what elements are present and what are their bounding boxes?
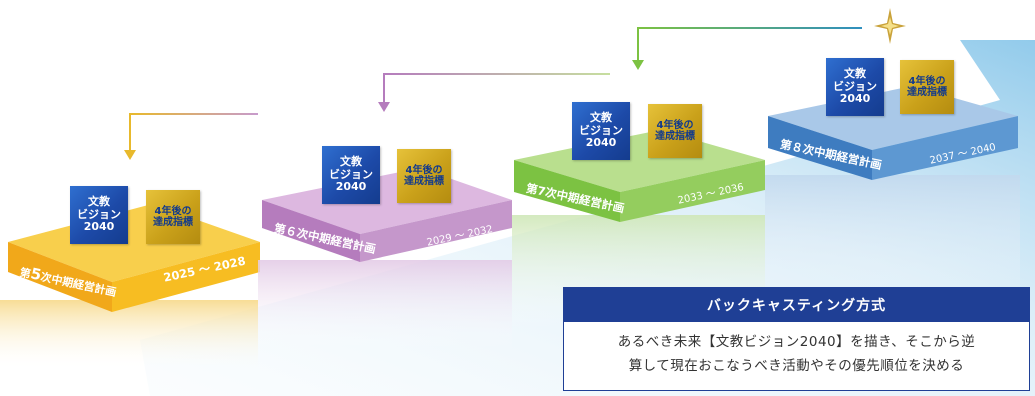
backcasting-explanation-box: バックキャスティング方式 あるべき未来【文教ビジョン2040】を描き、そこから逆…	[563, 287, 1030, 391]
vision-card-text: 2040	[83, 220, 115, 234]
vision-card-text: 2040	[335, 180, 367, 194]
step-4-platform	[765, 86, 1020, 310]
backcast-arrow-1	[124, 113, 258, 160]
goal-card-text: 達成指標	[907, 87, 947, 98]
explanation-line-2: 算して現在おこなうべき活動やその優先順位を決める	[628, 358, 965, 374]
goal-card-text: 4年後の	[405, 164, 443, 176]
explanation-body: あるべき未来【文教ビジョン2040】を描き、そこから逆 算して現在おこなうべき活…	[564, 322, 1029, 378]
goal-card-text: 4年後の	[656, 119, 694, 131]
goal-indicator-card-step-4: 4年後の達成指標	[900, 60, 954, 114]
goal-card-text: 達成指標	[153, 217, 193, 228]
vision-card-text: 文教	[844, 67, 866, 81]
explanation-line-1: あるべき未来【文教ビジョン2040】を描き、そこから逆	[617, 334, 976, 350]
vision-card-text: ビジョン	[833, 79, 877, 93]
vision-card-text: ビジョン	[77, 207, 121, 221]
vision-card-text: 文教	[590, 111, 612, 125]
goal-indicator-card-step-2: 4年後の達成指標	[397, 149, 451, 203]
vision-card-text: ビジョン	[329, 167, 373, 181]
vision-card-text: 文教	[88, 195, 110, 209]
goal-indicator-card-step-3: 4年後の達成指標	[648, 104, 702, 158]
backcast-arrow-2	[378, 73, 610, 112]
goal-card-text: 4年後の	[908, 75, 946, 87]
vision-card-text: 文教	[340, 155, 362, 169]
step-1-platform	[0, 204, 260, 370]
sparkle-star-icon	[874, 8, 906, 44]
goal-indicator-card-step-1: 4年後の達成指標	[146, 190, 200, 244]
vision-card-text: 2040	[839, 92, 871, 106]
goal-card-text: 4年後の	[154, 205, 192, 217]
vision-card-text: 2040	[585, 136, 617, 150]
goal-card-text: 達成指標	[655, 131, 695, 142]
goal-card-text: 達成指標	[404, 176, 444, 187]
vision-card-text: ビジョン	[579, 123, 623, 137]
backcast-arrow-3	[632, 27, 862, 70]
explanation-title: バックキャスティング方式	[564, 288, 1029, 322]
